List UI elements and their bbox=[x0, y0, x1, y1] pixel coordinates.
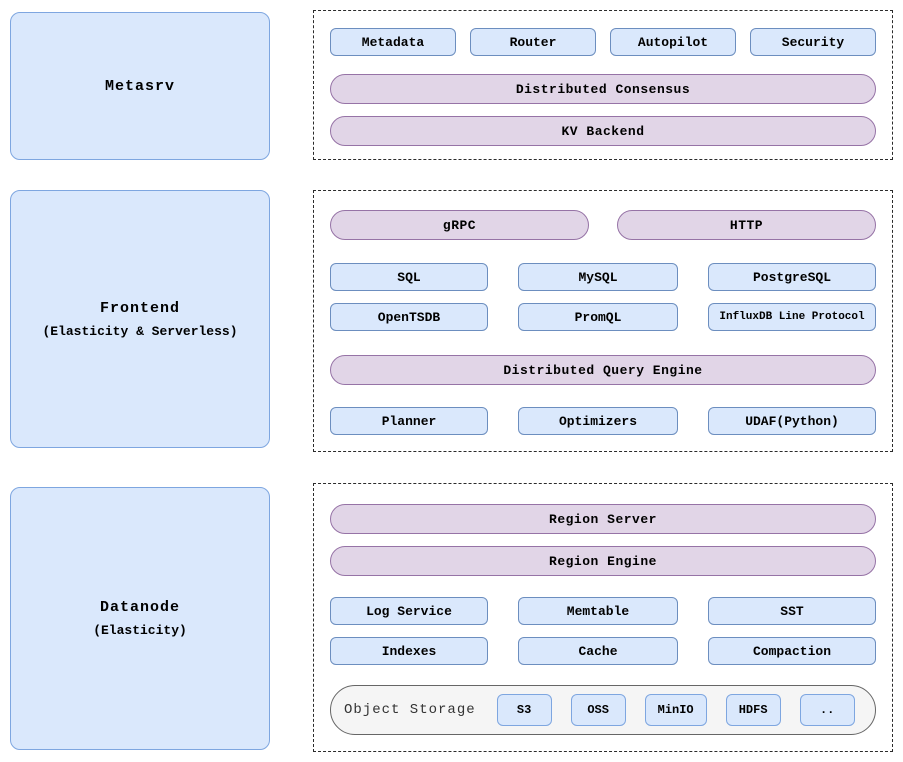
mysql-box: MySQL bbox=[518, 263, 678, 291]
datanode-components-row-2: Indexes Cache Compaction bbox=[330, 637, 876, 665]
protocols-row-2: OpenTSDB PromQL InfluxDB Line Protocol bbox=[330, 303, 876, 331]
kv-backend-pill: KV Backend bbox=[330, 116, 876, 146]
autopilot-box: Autopilot bbox=[610, 28, 736, 56]
log-service-box: Log Service bbox=[330, 597, 488, 625]
more-backends-box: .. bbox=[799, 694, 855, 726]
oss-box: OSS bbox=[570, 694, 626, 726]
datanode-label: Datanode bbox=[99, 599, 180, 616]
memtable-box: Memtable bbox=[518, 597, 678, 625]
metasrv-components-row: Metadata Router Autopilot Security bbox=[330, 28, 876, 56]
frontend-node: Frontend (Elasticity & Serverless) bbox=[10, 190, 270, 448]
postgresql-box: PostgreSQL bbox=[708, 263, 876, 291]
influxdb-line-protocol-box: InfluxDB Line Protocol bbox=[708, 303, 876, 331]
distributed-consensus-pill: Distributed Consensus bbox=[330, 74, 876, 104]
metasrv-node: Metasrv bbox=[10, 12, 270, 160]
minio-box: MinIO bbox=[644, 694, 707, 726]
optimizers-box: Optimizers bbox=[518, 407, 678, 435]
hdfs-box: HDFS bbox=[725, 694, 781, 726]
indexes-box: Indexes bbox=[330, 637, 488, 665]
s3-box: S3 bbox=[496, 694, 552, 726]
metadata-box: Metadata bbox=[330, 28, 456, 56]
planner-box: Planner bbox=[330, 407, 488, 435]
frontend-label: Frontend bbox=[99, 299, 180, 317]
promql-box: PromQL bbox=[518, 303, 678, 331]
sst-box: SST bbox=[708, 597, 876, 625]
grpc-pill: gRPC bbox=[330, 210, 589, 240]
opentsdb-box: OpenTSDB bbox=[330, 303, 488, 331]
cache-box: Cache bbox=[518, 637, 678, 665]
region-server-pill: Region Server bbox=[330, 504, 876, 534]
datanode-sublabel: (Elasticity) bbox=[93, 623, 187, 638]
metasrv-label: Metasrv bbox=[104, 77, 175, 95]
protocols-row-1: SQL MySQL PostgreSQL bbox=[330, 263, 876, 291]
udaf-python-box: UDAF(Python) bbox=[708, 407, 876, 435]
object-storage-backends: S3 OSS MinIO HDFS .. bbox=[496, 694, 855, 726]
frontend-sublabel: (Elasticity & Serverless) bbox=[42, 323, 238, 339]
region-engine-pill: Region Engine bbox=[330, 546, 876, 576]
security-box: Security bbox=[750, 28, 876, 56]
http-pill: HTTP bbox=[617, 210, 876, 240]
router-box: Router bbox=[470, 28, 596, 56]
transport-pills-row: gRPC HTTP bbox=[330, 210, 876, 240]
frontend-panel: gRPC HTTP SQL MySQL PostgreSQL OpenTSDB … bbox=[313, 190, 893, 452]
sql-box: SQL bbox=[330, 263, 488, 291]
compaction-box: Compaction bbox=[708, 637, 876, 665]
metasrv-panel: Metadata Router Autopilot Security Distr… bbox=[313, 10, 893, 160]
engine-components-row: Planner Optimizers UDAF(Python) bbox=[330, 407, 876, 435]
object-storage-label: Object Storage bbox=[344, 702, 476, 718]
distributed-query-engine-pill: Distributed Query Engine bbox=[330, 355, 876, 385]
datanode-node: Datanode (Elasticity) bbox=[10, 487, 270, 750]
datanode-components-row-1: Log Service Memtable SST bbox=[330, 597, 876, 625]
object-storage-container: Object Storage S3 OSS MinIO HDFS .. bbox=[330, 685, 876, 735]
datanode-panel: Region Server Region Engine Log Service … bbox=[313, 483, 893, 752]
